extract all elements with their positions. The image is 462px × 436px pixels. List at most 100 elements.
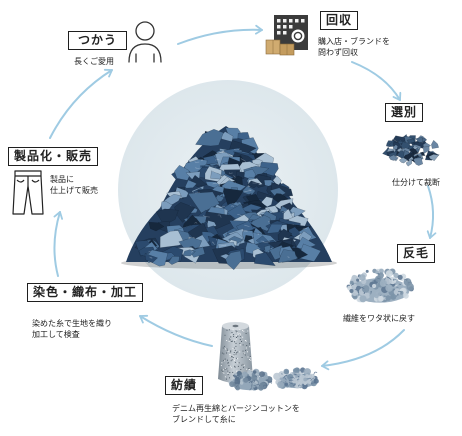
denim-seam [244,190,251,193]
yarn-speckle [230,360,232,362]
virgin-cotton-strand [290,376,295,379]
recycled-cotton-fiber [268,377,273,381]
fiber-fluff-fiber [403,278,412,286]
recycled-cotton-strand [234,374,237,378]
fiber-fluff-strand [363,292,366,294]
yarn-speckle [221,369,223,371]
yarn-speckle [224,360,225,362]
yarn-speckle [238,362,240,364]
yarn-speckle [242,344,244,346]
recycled-cotton-strand [253,380,255,384]
desc-spin-line: ブレンドして糸に [172,415,236,424]
yarn-speckle [232,329,234,331]
yarn-speckle [248,368,250,369]
yarn-speckle [244,354,246,356]
yarn-speckle [227,362,229,364]
denim-seam [243,230,248,233]
desc-fiber: 繊維をワタ状に戻す [343,313,415,324]
yarn-speckle [235,330,237,332]
denim-seam [206,168,210,171]
denim-piece [184,179,198,189]
recycled-cotton-strand [253,385,257,389]
fiber-fluff-fiber [351,274,357,280]
fiber-fluff-fiber [369,292,375,298]
arrow-product-to-use [49,68,113,139]
desc-weave-line: 染めた糸で生地を織り [32,319,112,328]
recycled-cotton-strand [249,387,253,391]
yarn-speckle [241,357,243,358]
fiber-fluff-fiber [374,294,379,299]
yarn-speckle [231,332,233,333]
label-collect: 回収 [320,11,359,30]
yarn-speckle [223,372,225,374]
desc-spin: デニム再生綿とバージンコットンを ブレンドして糸に [172,403,300,425]
yarn-speckle [234,339,236,341]
denim-piece [195,129,224,147]
desc-weave: 染めた糸で生地を織り 加工して検査 [32,318,112,340]
denim-piece [264,244,271,254]
yarn-speckle [227,350,229,352]
denim-seam [234,148,241,151]
yarn-speckle [245,340,247,342]
virgin-cotton-strand [288,379,294,382]
virgin-cotton-strand [301,384,304,387]
yarn-speckle [236,337,237,338]
yarn-speckle [234,341,235,343]
desc-fiber-line: 繊維をワタ状に戻す [343,314,415,323]
yarn-speckle [228,365,230,367]
arrow-sort-to-fiber [426,185,437,239]
yarn-speckle [237,332,239,334]
fiber-fluff-strand [403,279,408,281]
yarn-speckle [241,364,243,366]
denim-seam [260,240,265,243]
desc-collect-line: 問わず回収 [318,48,358,57]
virgin-cotton-fiber [283,368,290,375]
yarn-speckle [236,331,238,333]
denim-seam [194,161,200,163]
yarn-speckle [221,352,223,354]
fiber-fluff-fiber [393,272,399,279]
yarn-speckle [233,347,235,349]
yarn-speckle [222,347,224,349]
virgin-cotton-strand [298,384,301,387]
yarn-speckle [245,347,247,349]
yarn-speckle [239,335,241,336]
fiber-fluff-fiber [347,285,352,291]
fiber-fluff-fiber [375,275,382,282]
yarn-speckle [247,330,249,332]
yarn-speckle [232,355,234,357]
yarn-speckle [234,365,236,367]
yarn-speckle [243,364,245,366]
virgin-cotton-fiber [273,372,281,381]
denim-piece [148,221,165,232]
desc-collect: 購入店・ブランドを 問わず回収 [318,36,390,58]
person-icon [128,21,162,63]
fiber-fluff-strand [370,282,372,285]
yarn-speckle [237,358,239,360]
fiber-fluff-fiber [352,294,358,300]
virgin-cotton-fiber [287,373,294,381]
recycled-cotton-fiber [262,376,267,380]
denim-seam [282,209,289,213]
yarn-speckle [235,357,237,359]
yarn-speckle [242,363,244,365]
yarn-speckle [226,368,228,370]
desc-sort: 仕分けて裁断 [392,177,440,188]
denim-piece [168,256,180,265]
recycled-cotton-fiber [258,385,264,391]
yarn-speckle [238,332,240,334]
yarn-speckle [227,374,229,376]
yarn-speckle [226,352,227,354]
yarn-speckle [225,367,226,369]
yarn-speckle [230,350,232,352]
desc-product-line: 製品に [50,175,74,184]
denim-seam [149,256,153,259]
denim-piece [277,249,298,264]
denim-seam [287,256,290,259]
recycled-cotton-fiber [242,371,248,377]
denim-pile-image [121,126,337,271]
yarn-speckle [249,357,251,359]
denim-piece [174,164,190,181]
yarn-speckle [224,358,226,360]
yarn-speckle [232,371,234,373]
